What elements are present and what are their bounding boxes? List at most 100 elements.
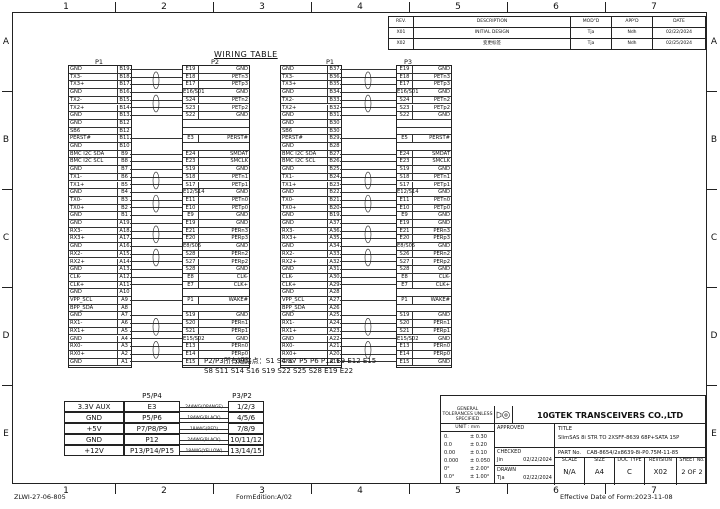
pin-number: B19 <box>117 66 131 74</box>
pin-number: S28 <box>183 250 199 258</box>
signal-name: CLK- <box>282 273 294 280</box>
p5p4-pins: P5/P6 <box>124 412 180 423</box>
signal-name: PETp1 <box>231 181 248 188</box>
power-wire <box>180 451 228 452</box>
grid-column-label: 3 <box>259 486 265 496</box>
pin-row: TX2-B33 <box>281 96 341 105</box>
grid-tick <box>507 2 508 12</box>
signal-name: CLK+ <box>282 281 297 288</box>
pin-number: A25 <box>327 312 341 320</box>
pin-number: A24 <box>327 320 341 328</box>
pin-row: RX3+A17 <box>69 235 131 244</box>
pin-row: RX3-A36 <box>281 227 341 236</box>
grid-column-label: 6 <box>553 2 559 12</box>
wire-line <box>340 222 396 224</box>
pin-row: CLK-A30 <box>281 273 341 282</box>
signal-name: GND <box>236 112 248 119</box>
pin-row: RX0-A3 <box>69 343 131 351</box>
wire-line <box>130 84 182 86</box>
revision-label: REVISION <box>649 458 672 463</box>
sheet-label: SHEET No. <box>679 458 705 463</box>
pin-number: S23 <box>397 104 413 112</box>
rev-header: REV. <box>389 17 414 27</box>
approved-header: APP'D <box>612 17 653 27</box>
pin-number: B29 <box>327 135 341 143</box>
pin-number: B19 <box>327 212 341 220</box>
pin-number: A11 <box>117 281 131 289</box>
pin-number: A35 <box>327 235 341 243</box>
signal-name: SB6 <box>282 127 293 134</box>
scale-label: SCALE <box>561 458 578 463</box>
wire-line <box>130 99 182 101</box>
wire-line <box>130 161 182 163</box>
signal-name: GND <box>438 112 450 119</box>
power-wire <box>180 440 228 441</box>
signal-name: BMC I2C SCL <box>70 158 104 165</box>
pin-row: RX2+A14 <box>69 258 131 267</box>
signal-name: SMCLK <box>432 158 450 165</box>
p3p2-header: P3/P2 <box>232 392 252 400</box>
signal-name: VPP_SCL <box>282 297 305 303</box>
power-wire <box>180 418 228 419</box>
pin-number: A32 <box>327 258 341 266</box>
p5p4-pins: P12 <box>124 434 180 445</box>
grid-row-label: D <box>710 331 718 341</box>
pin-number: E8/S05 <box>397 243 416 251</box>
signal-name: RX0- <box>70 343 83 350</box>
scale-value: N/A <box>563 468 576 476</box>
grid-row-label: B <box>2 135 10 145</box>
pin-row: PERST#B11 <box>69 135 131 143</box>
signal-name: BPP_SDA <box>70 304 94 311</box>
grid-tick <box>311 484 312 494</box>
signal-name: GND <box>282 89 294 96</box>
pin-number: A19 <box>117 220 131 228</box>
pin-number: B37 <box>327 66 341 74</box>
signal-name: GND <box>282 289 294 296</box>
pin-row: RX3+A35 <box>281 235 341 244</box>
pin-number: E19 <box>183 220 199 228</box>
wire-line <box>340 338 396 340</box>
signal-name: PETn0 <box>231 196 248 203</box>
tolerance-value: ± 0.30 <box>470 434 487 440</box>
wire-line <box>340 215 396 217</box>
pin-number: B1 <box>117 212 131 220</box>
grid-row-label: E <box>3 429 9 439</box>
signal-name: GND <box>282 189 294 196</box>
signal-name: PETp0 <box>231 204 248 211</box>
grid-tick <box>409 2 410 12</box>
grid-column-label: 2 <box>161 486 167 496</box>
pin-number: B15 <box>117 96 131 104</box>
signal-name: GND <box>236 358 248 365</box>
signal-name: PERn1 <box>433 320 450 327</box>
pin-number: P1 <box>183 297 199 305</box>
checked-by: Jin <box>497 457 504 463</box>
signal-name: GND <box>236 212 248 219</box>
pin-number: S18 <box>397 173 413 181</box>
wire-line <box>130 261 182 263</box>
pin-number: E14 <box>397 350 413 359</box>
signal-name: CLK- <box>70 273 82 280</box>
power-wire <box>180 407 228 408</box>
pin-number: B6 <box>117 173 131 181</box>
pin-number: B30 <box>327 119 341 128</box>
grid-row-label: C <box>2 233 10 243</box>
pin-number: B14 <box>117 104 131 112</box>
size-label: SIZE <box>594 458 605 463</box>
pin-number: S24 <box>397 96 413 104</box>
power-signal: GND <box>64 434 124 445</box>
twisted-pair-marker <box>364 171 372 190</box>
